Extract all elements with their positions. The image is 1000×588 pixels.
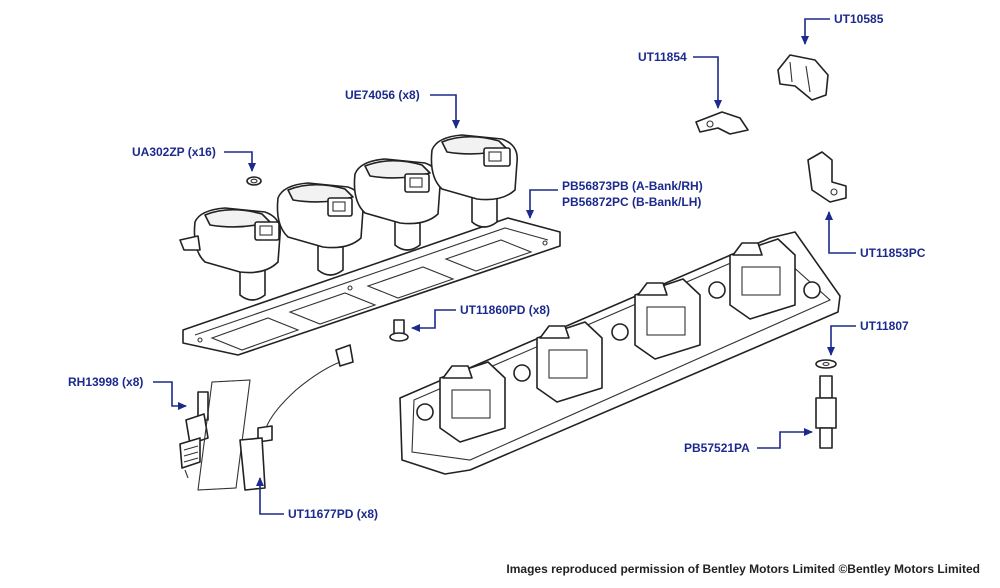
coil-cover-towers bbox=[416, 238, 821, 443]
bolt-ut11860pd bbox=[389, 319, 409, 342]
label-ut11677pd: UT11677PD (x8) bbox=[288, 507, 378, 521]
label-rh13998: RH13998 (x8) bbox=[68, 375, 143, 389]
ignition-coil-2 bbox=[276, 182, 365, 276]
spark-plug-rh13998 bbox=[179, 379, 251, 491]
washer-ut11807 bbox=[815, 359, 837, 369]
label-ut11860pd: UT11860PD (x8) bbox=[460, 303, 550, 317]
label-ut11854: UT11854 bbox=[638, 50, 687, 64]
gasket-plate bbox=[182, 217, 561, 356]
ht-lead-ut11677pd bbox=[239, 344, 354, 491]
standoff-pb57521pa bbox=[815, 375, 837, 449]
part-labels: UT10585 UT11854 UE74056 (x8) UA302ZP (x1… bbox=[68, 12, 926, 521]
ignition-coil-1 bbox=[179, 207, 282, 301]
label-pb56872pc: PB56872PC (B-Bank/LH) bbox=[562, 195, 701, 209]
label-ut11853pc: UT11853PC bbox=[860, 246, 926, 260]
label-pb56873pb: PB56873PB (A-Bank/RH) bbox=[562, 179, 703, 193]
label-pb57521pa: PB57521PA bbox=[684, 441, 750, 455]
label-ua302zp: UA302ZP (x16) bbox=[132, 145, 216, 159]
label-ut11807: UT11807 bbox=[860, 319, 909, 333]
leader-lines bbox=[153, 18, 856, 515]
ignition-coil-3 bbox=[353, 158, 442, 251]
bracket-ut11853pc bbox=[807, 151, 847, 203]
ignition-coil-4 bbox=[430, 134, 519, 228]
nut-ua302zp bbox=[246, 176, 262, 186]
coil-cover bbox=[399, 231, 841, 475]
credit-line: Images reproduced permission of Bentley … bbox=[506, 562, 980, 576]
bracket-ut10585 bbox=[777, 54, 829, 101]
label-ut10585: UT10585 bbox=[834, 12, 884, 26]
label-ue74056: UE74056 (x8) bbox=[345, 88, 420, 102]
bracket-ut11854 bbox=[695, 111, 749, 135]
